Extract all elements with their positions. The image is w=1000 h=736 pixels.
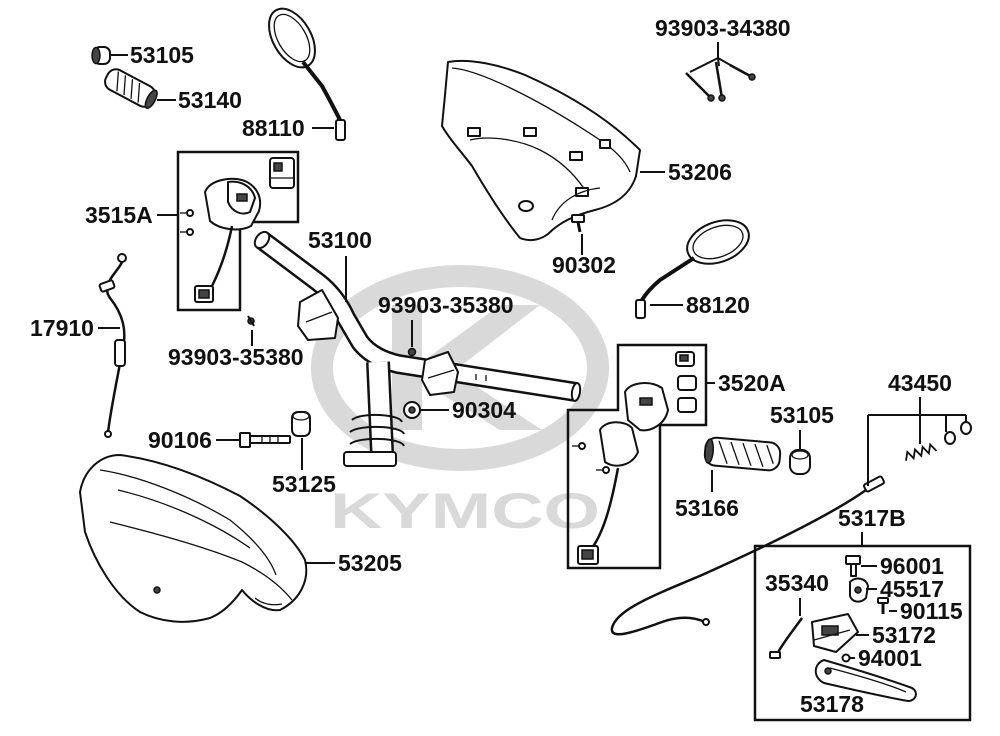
callout-label-26: 94001 (858, 645, 922, 671)
callout-label-3: 3515A (85, 202, 153, 228)
callout-label-2: 88110 (242, 115, 305, 141)
callout-label-27: 53178 (800, 691, 864, 717)
part-bolt-94001 (841, 653, 851, 663)
watermark-oval (311, 265, 609, 471)
callout-label-10: 90302 (552, 252, 616, 278)
part-handlebar-cover-upper (441, 59, 641, 242)
watermark-text: KYMCO (330, 483, 600, 539)
callout-label-20: 53205 (338, 550, 402, 576)
part-nut (403, 401, 421, 419)
callout-label-9: 53206 (668, 159, 732, 185)
part-right-switch (572, 351, 697, 565)
part-grip-right (703, 436, 782, 472)
leader-line-8 (689, 42, 733, 73)
callout-label-15: 43450 (888, 370, 952, 396)
callout-label-24: 90115 (900, 598, 963, 624)
callout-label-18: 53166 (675, 495, 739, 521)
callout-label-1: 53140 (178, 87, 242, 113)
part-mirror-left (268, 7, 346, 141)
callout-label-7: 93903-35380 (378, 292, 514, 318)
callout-label-23: 45517 (880, 576, 944, 602)
part-bolt-96001 (845, 555, 861, 577)
callout-label-4: 53100 (308, 227, 372, 253)
group-box-right-switch (566, 343, 708, 570)
part-screw-90115 (877, 597, 889, 614)
part-screw-center (407, 347, 417, 357)
part-bolt-cover (571, 214, 585, 233)
callout-label-5: 17910 (30, 315, 94, 341)
part-clamp-45517 (849, 577, 869, 603)
callout-label-8: 93903-34380 (655, 15, 791, 41)
callout-label-25: 53172 (872, 622, 936, 648)
part-grip-end-left (91, 46, 111, 65)
callout-label-14: 53105 (770, 402, 834, 428)
callout-label-6: 93903-35380 (168, 344, 304, 370)
callout-label-0: 53105 (130, 42, 194, 68)
part-handlebar-cover-front (79, 454, 308, 623)
callout-label-17: 53125 (272, 471, 336, 497)
callout-label-12: 90304 (452, 397, 516, 423)
callout-label-19: 5317B (838, 505, 906, 531)
part-left-switch (180, 157, 295, 303)
part-mirror-right (635, 219, 750, 319)
part-throttle-grip (104, 68, 158, 110)
part-bracket-53172 (811, 613, 859, 653)
callout-label-22: 35340 (765, 570, 829, 596)
leader-line-15 (867, 397, 967, 486)
part-switch-cable-35340 (769, 617, 804, 659)
part-bar-end-weight (291, 411, 311, 437)
part-cable-left (98, 253, 127, 438)
callout-label-21: 96001 (880, 553, 944, 579)
part-brake-lever-53178 (814, 659, 917, 702)
part-bolt-weight (239, 432, 291, 448)
part-screw-set (685, 61, 756, 102)
part-screw-left (247, 315, 255, 327)
callout-label-11: 88120 (686, 292, 750, 318)
part-grip-end-right (789, 449, 811, 475)
callout-label-13: 3520A (718, 370, 786, 396)
callout-label-16: 90106 (148, 427, 212, 453)
part-handlebar (253, 230, 582, 467)
